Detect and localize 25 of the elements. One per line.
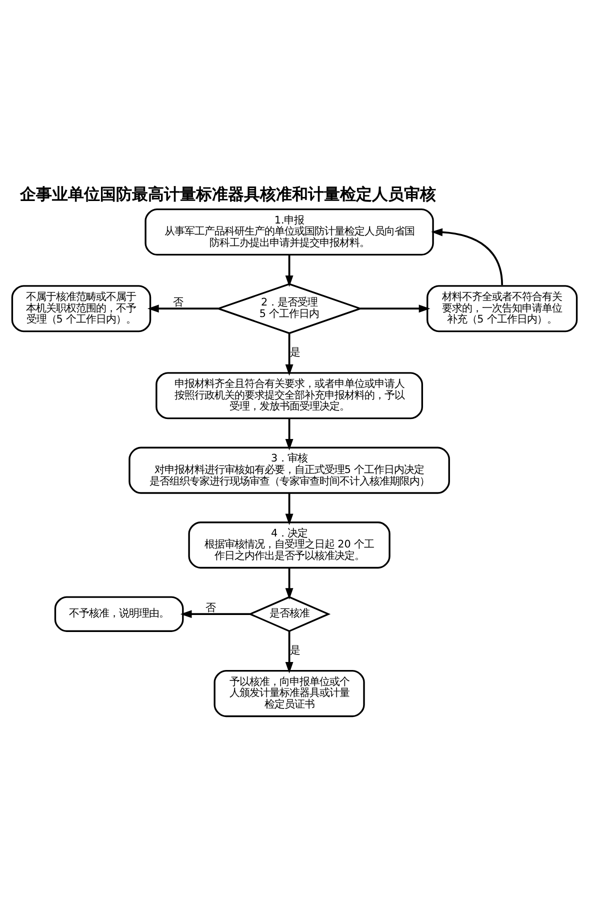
node-box: 予以核准，向申报单位或个人颁发计量标准器具或计量检定员证书 [214,670,365,718]
edge-label: 否 [173,296,184,309]
diagram-title: 企事业单位国防最高计量标准器具核准和计量检定人员审核 [20,184,436,204]
arrow [285,333,294,376]
node-diamond: 2．是否受理 5 个工作日内 [216,283,363,334]
arrow [285,493,294,526]
node-box: 申报材料齐全且符合有关要求，或者申单位或申请人按照行政机关的要求提交全部补充申报材料的，予以受理，发放书面受理决定。 [156,372,424,420]
arrow [360,304,430,313]
edge-label: 否 [206,602,216,614]
node-box: 1.申报 从事军工产品科研生产的单位或国防计量检定人员向省国防科工办提出申请并提交申报材料。 [144,208,434,256]
node-box: 4．决定 根据审核情况，自受理之日起 20 个工作日之内作出是否予以核准决定。 [188,522,390,569]
node-box: 材料不齐全或者不符合有关要求的，一次告知申请单位补充（5 个工作日内）。 [426,285,578,332]
edge-label: 是 [290,346,300,359]
node-box: 不属于核准范畴或不属于本机关职权范围的，不予受理（5 个工作日内）。 [11,285,152,332]
arrow [285,631,294,674]
arrow [431,228,504,286]
edge-label: 是 [290,644,300,657]
node-box: 3．审核 对申报材料进行审核如有必要，自正式受理5 个工作日内决定是否组织专家进行现场审查（专家审查时间不计入核准期限内） [128,446,450,494]
node-diamond: 是否核准 [248,596,331,632]
node-box: 不予核准，说明理由。 [54,596,184,632]
arrow [285,568,294,600]
arrow [285,254,294,287]
arrow [147,304,218,313]
arrow [180,610,250,618]
arrow [285,418,294,450]
